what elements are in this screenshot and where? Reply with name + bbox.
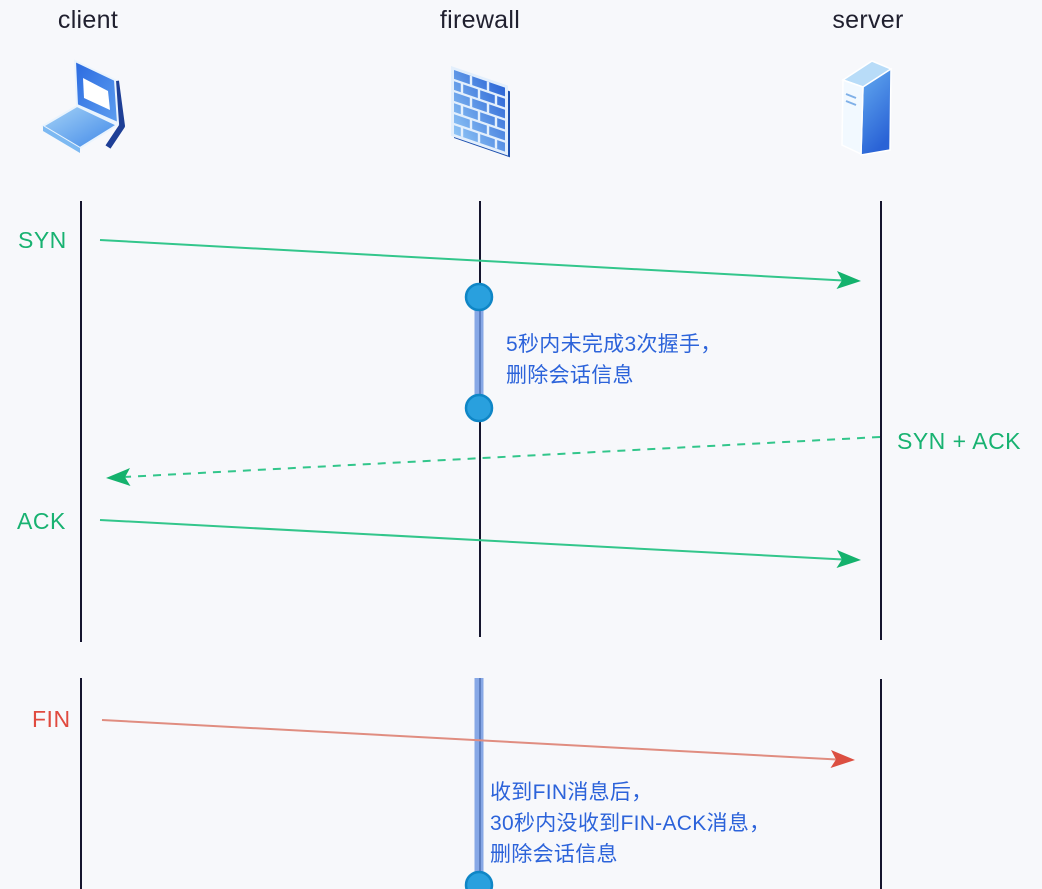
server-vent-lines [845, 93, 857, 106]
note-line: 30秒内没收到FIN-ACK消息， [490, 812, 771, 835]
ack-arrowhead [836, 550, 861, 568]
note-line: 收到FIN消息后， [490, 781, 653, 804]
server-side-face [841, 78, 864, 156]
syn-label: SYN [18, 227, 67, 253]
handshake-timeout-note: 5秒内未完成3次握手， 删除会话信息 [506, 329, 722, 391]
timer-end-node [464, 393, 494, 423]
fin-arrow [101, 719, 855, 768]
syn-ack-arrowhead [106, 468, 131, 486]
timer-start-node [464, 282, 494, 312]
server-icon [841, 60, 893, 156]
syn-arrowhead [836, 271, 861, 289]
laptop-edge [105, 80, 125, 149]
note-line: 5秒内未完成3次握手， [506, 333, 722, 356]
fin-label: FIN [32, 706, 71, 732]
fin-timer-end-node [464, 870, 494, 889]
laptop-base [41, 104, 120, 150]
handshake-timer-activation [464, 282, 494, 423]
note-line: 删除会话信息 [506, 364, 634, 387]
handshake-timer-bar [474, 297, 484, 408]
laptop-base-thickness [43, 126, 80, 153]
firewall-mortar-lines [454, 75, 505, 149]
fin-timeout-note: 收到FIN消息后， 30秒内没收到FIN-ACK消息， 删除会话信息 [490, 777, 770, 870]
note-line: 删除会话信息 [490, 843, 618, 866]
syn-ack-label: SYN + ACK [897, 428, 1022, 454]
syn-arrow [99, 239, 861, 289]
actor-label-firewall: firewall [439, 6, 521, 34]
ack-label: ACK [17, 508, 66, 534]
fin-timer-bar [474, 678, 484, 884]
laptop-screen-display [83, 78, 110, 110]
syn-ack-arrow [106, 436, 881, 486]
fin-arrowhead [830, 750, 855, 768]
firewall-icon [451, 66, 510, 158]
fin-timer-activation [464, 678, 494, 889]
actor-label-server: server [832, 6, 904, 34]
laptop-icon [41, 59, 125, 153]
actor-label-client: client [57, 6, 119, 34]
ack-arrow [99, 519, 861, 568]
